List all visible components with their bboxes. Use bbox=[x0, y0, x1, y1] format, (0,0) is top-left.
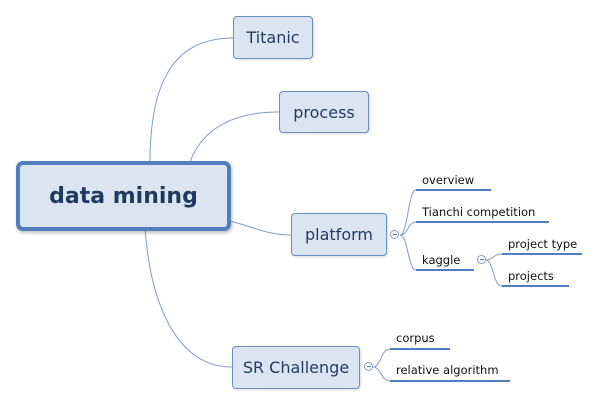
topic-platform[interactable]: platform bbox=[291, 213, 387, 256]
leaf-relative-algorithm[interactable]: relative algorithm bbox=[396, 363, 499, 377]
link-kaggle-projects bbox=[485, 259, 503, 287]
topic-platform-label: platform bbox=[305, 225, 373, 244]
leaf-projects[interactable]: projects bbox=[508, 269, 554, 283]
collapse-minus-icon[interactable] bbox=[364, 362, 373, 371]
leaf-underline bbox=[416, 269, 474, 271]
topic-process[interactable]: process bbox=[279, 91, 369, 133]
root-label: data mining bbox=[49, 183, 198, 209]
link-platform-kaggle bbox=[399, 234, 417, 271]
topic-process-label: process bbox=[293, 102, 355, 122]
leaf-underline bbox=[502, 253, 582, 255]
link-root-sr bbox=[144, 227, 233, 368]
link-root-platform bbox=[224, 219, 292, 236]
topic-titanic[interactable]: Titanic bbox=[233, 16, 313, 59]
topic-titanic-label: Titanic bbox=[246, 28, 300, 47]
leaf-overview[interactable]: overview bbox=[422, 173, 475, 187]
link-root-process bbox=[189, 111, 280, 163]
leaf-underline bbox=[416, 189, 491, 191]
collapse-minus-icon[interactable] bbox=[477, 255, 486, 264]
leaf-tianchi[interactable]: Tianchi competition bbox=[422, 205, 536, 219]
collapse-minus-icon[interactable] bbox=[390, 230, 399, 239]
leaf-underline bbox=[390, 348, 450, 350]
link-sr-corpus bbox=[372, 348, 391, 368]
leaf-kaggle[interactable]: kaggle bbox=[422, 253, 461, 267]
leaf-underline bbox=[416, 221, 549, 223]
link-root-titanic bbox=[149, 37, 234, 163]
leaf-underline bbox=[502, 285, 569, 287]
link-platform-tianchi bbox=[399, 221, 417, 236]
topic-sr-label: SR Challenge bbox=[242, 358, 350, 377]
leaf-underline bbox=[390, 380, 510, 382]
link-sr-relative bbox=[372, 366, 391, 382]
topic-sr-challenge[interactable]: SR Challenge bbox=[232, 346, 360, 389]
leaf-corpus[interactable]: corpus bbox=[396, 331, 435, 345]
link-platform-overview bbox=[399, 189, 417, 236]
root-node[interactable]: data mining bbox=[16, 161, 231, 231]
leaf-project-type[interactable]: project type bbox=[508, 237, 578, 251]
link-kaggle-projecttype bbox=[485, 253, 503, 261]
